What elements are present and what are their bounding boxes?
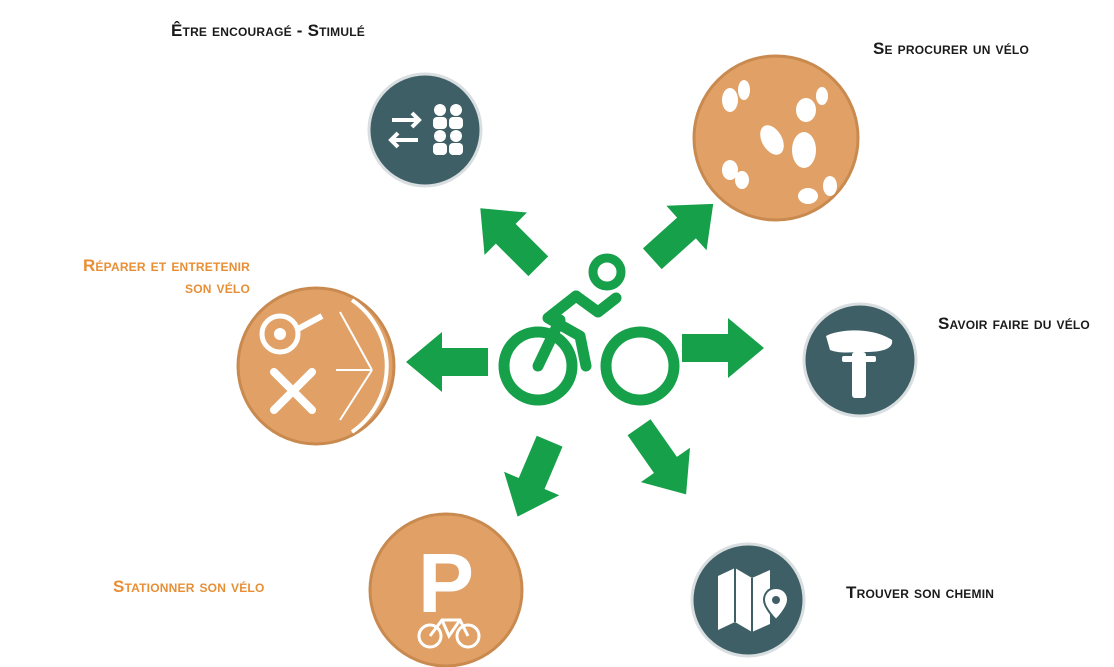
circle-savoir (802, 302, 918, 418)
circle-procurer (692, 54, 860, 222)
arrow-up-left (459, 187, 560, 288)
circle-reparer (236, 286, 396, 446)
people-exchange-icon (388, 104, 463, 155)
label-stationner: Stationner son vélo (113, 577, 265, 596)
arrow-left (406, 332, 488, 392)
saddle-icon (826, 330, 893, 398)
label-trouver: Trouver son chemin (846, 583, 995, 602)
svg-text:P: P (418, 536, 474, 630)
circle-stationner: P (368, 512, 524, 667)
label-encourage: Être encouragé - Stimulé (171, 21, 365, 40)
bicycles-icon (722, 80, 837, 204)
parking-bike-icon: P (417, 536, 481, 649)
label-savoir: Savoir faire du vélo (938, 314, 1090, 333)
circle-trouver (690, 542, 806, 658)
arrow-down-right (614, 410, 711, 512)
label-reparer-line2: son vélo (185, 278, 250, 298)
circle-encourage (367, 72, 483, 188)
map-icon (718, 568, 790, 632)
arrow-right (682, 318, 764, 378)
label-reparer-line1: Réparer et entretenir (82, 256, 250, 275)
repair-tools-icon (259, 298, 389, 434)
arrow-down-left (489, 429, 578, 529)
cyclist-icon (498, 253, 680, 406)
label-reparer: Réparer et entretenir son vélo (38, 255, 250, 299)
label-procurer: Se procurer un vélo (873, 39, 1029, 58)
